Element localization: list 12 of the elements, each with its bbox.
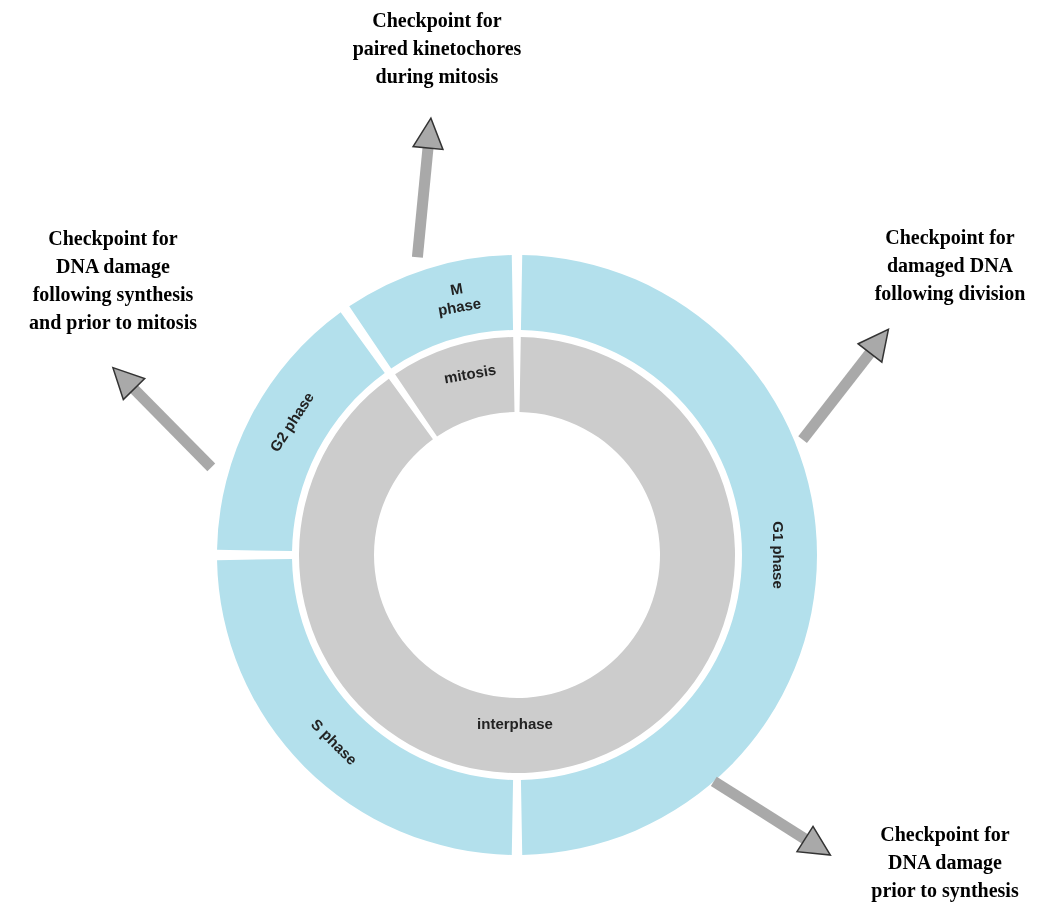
arrow xyxy=(798,328,890,443)
arrow xyxy=(411,117,444,258)
checkpoint-label: Checkpoint for paired kinetochores during mitosis xyxy=(352,6,522,90)
arrow xyxy=(112,366,216,472)
phase-label: interphase xyxy=(477,715,553,732)
checkpoint-label: Checkpoint for DNA damage following synthesis and prior to mitosis xyxy=(29,224,197,336)
phase-label: G1 phase xyxy=(770,521,787,589)
phase-label: mitosis xyxy=(442,360,498,387)
phase-label: M phase xyxy=(436,279,483,319)
arrow xyxy=(710,776,832,856)
checkpoint-label: Checkpoint for DNA damage prior to synthesis xyxy=(871,820,1019,904)
checkpoint-label: Checkpoint for damaged DNA following division xyxy=(874,223,1026,307)
